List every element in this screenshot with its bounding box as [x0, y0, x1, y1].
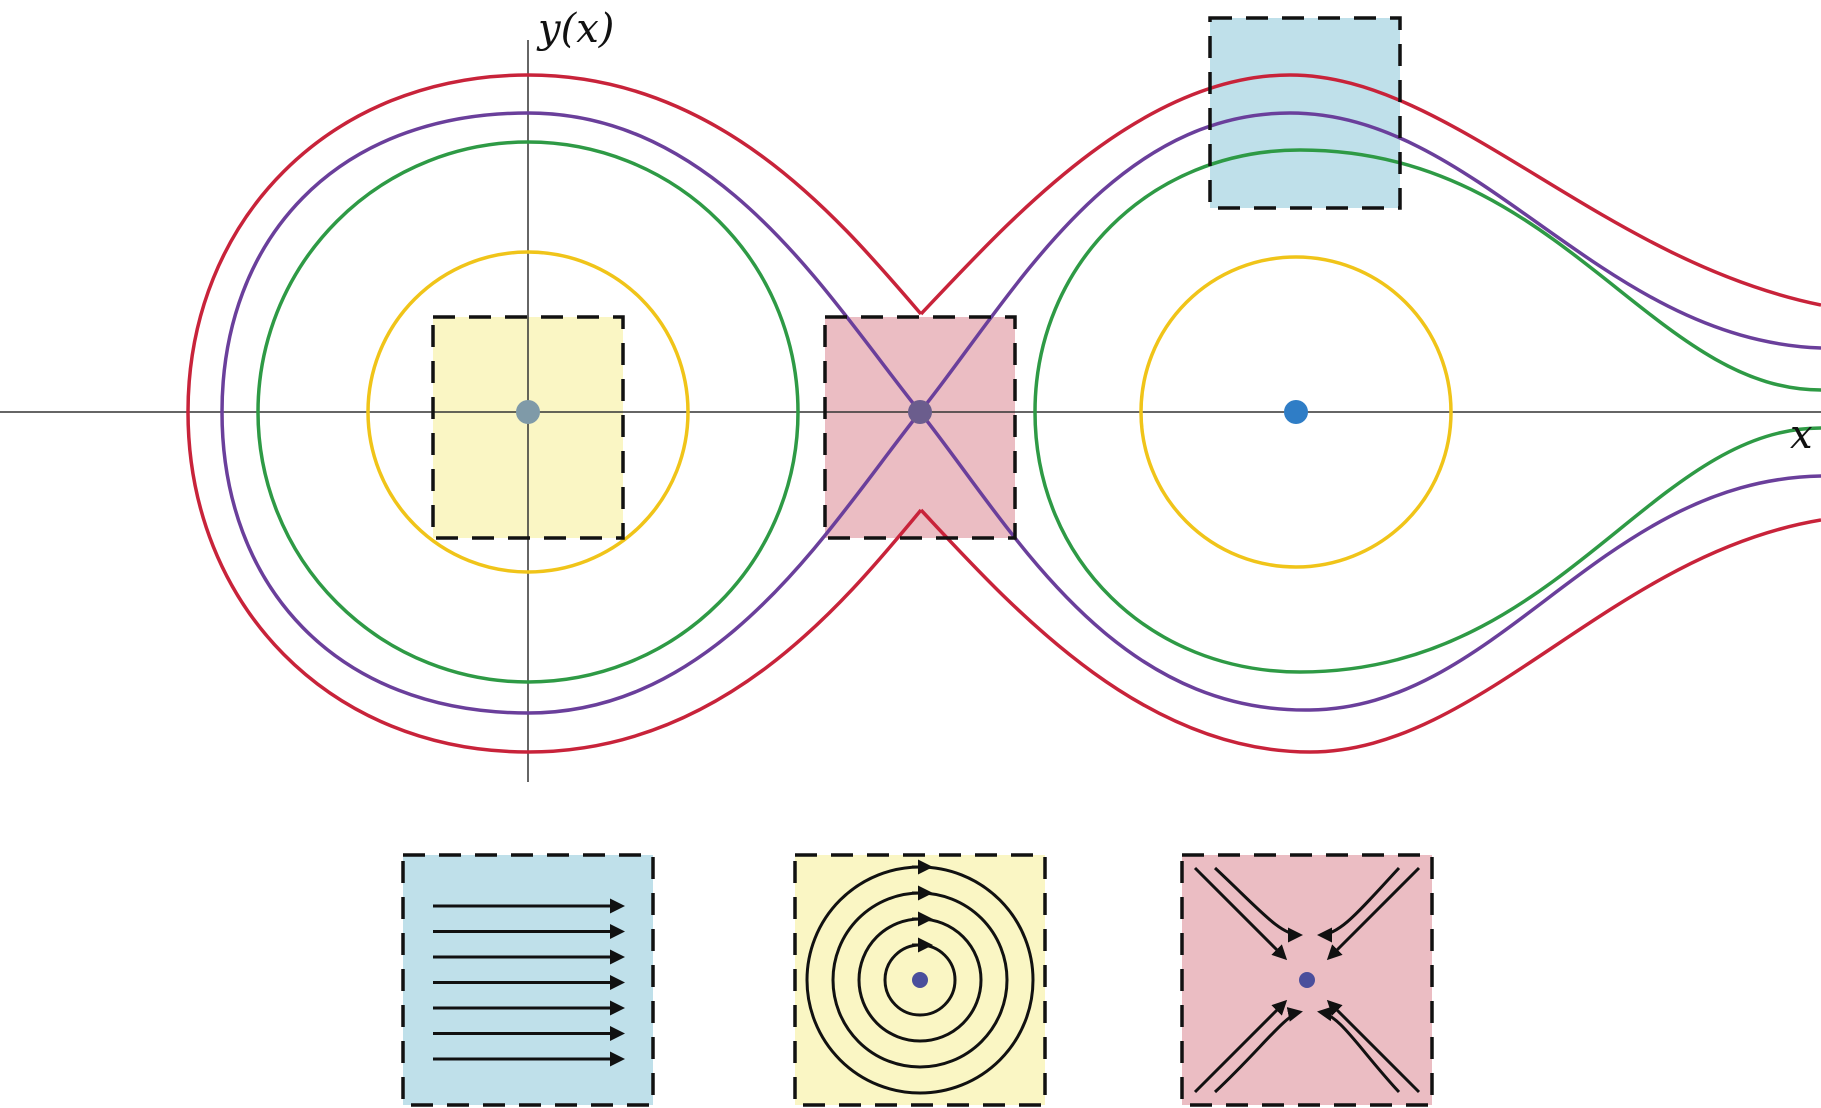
highlight-box-pink-fill	[825, 317, 1015, 538]
saddle-branch-bottom-right-outer	[1326, 999, 1421, 1094]
inset-uniform-flow	[401, 853, 655, 1107]
inset-uniform-flow-border	[401, 853, 655, 1107]
inset-center	[793, 853, 1047, 1107]
y-axis-label: y(x)	[536, 6, 614, 52]
inset-center-border	[793, 853, 1047, 1107]
saddle-branch-bottom-left-outer	[1193, 999, 1288, 1094]
inset-saddle	[1180, 853, 1434, 1107]
saddle-branch-top-right-outer	[1326, 866, 1421, 961]
saddle-flow-lines	[1193, 866, 1421, 1094]
contour-purple-left-lower	[220, 410, 922, 715]
contour-green-left	[256, 140, 800, 684]
center-inset-dot	[912, 972, 928, 988]
contour-yellow-left	[366, 250, 690, 574]
contour-green-right-open	[1033, 148, 1821, 674]
fixed-point-saddle	[908, 400, 932, 424]
contour-purple-right-upper	[918, 111, 1821, 414]
contour-lines	[186, 73, 1821, 754]
inset-uniform-flow-fill	[403, 855, 653, 1105]
saddle-branch-top-left-outer	[1193, 866, 1288, 961]
highlight-box-blue-border	[1208, 16, 1402, 210]
saddle-branch-bottom-left-inner	[1213, 1007, 1303, 1094]
contour-purple-right-lower	[918, 410, 1821, 712]
flow-arrows	[433, 898, 625, 1067]
contour-red-right-lower	[919, 508, 1821, 754]
saddle-branch-top-right-inner	[1317, 866, 1401, 943]
contour-yellow-right	[1139, 255, 1453, 569]
highlight-box-pink-border	[823, 315, 1017, 540]
highlight-box-yellow-border	[431, 315, 625, 540]
contour-red-left-lower	[186, 411, 923, 754]
fixed-point-right-center	[1284, 400, 1308, 424]
contour-purple-left-upper	[220, 111, 922, 414]
contour-red-left-upper	[186, 73, 923, 413]
saddle-inset-dot	[1299, 972, 1315, 988]
contour-red-right-upper	[919, 73, 1821, 316]
saddle-branch-bottom-right-inner	[1317, 1006, 1401, 1094]
fixed-point-left-center	[516, 400, 540, 424]
center-rings	[805, 859, 1035, 1095]
inset-saddle-border	[1180, 853, 1434, 1107]
saddle-branch-top-left-inner	[1213, 866, 1303, 943]
x-axis-label: x	[1790, 412, 1813, 458]
